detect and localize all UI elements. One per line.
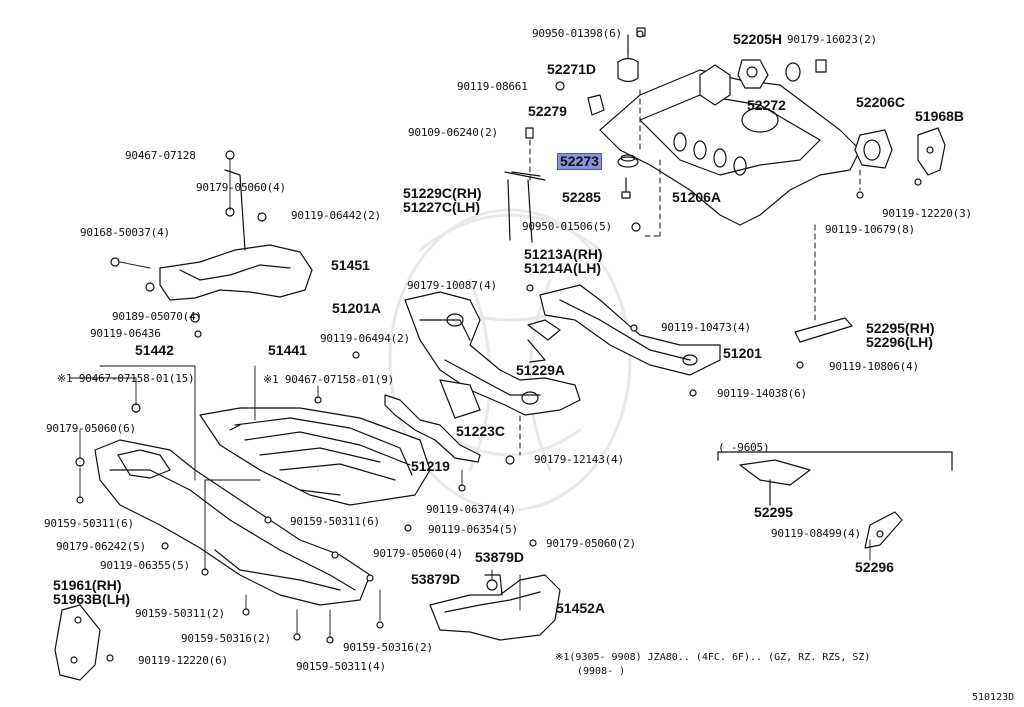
mount-52206C [854, 129, 893, 169]
part-label-l37[interactable]: 90119-10806(4) [829, 360, 919, 373]
part-label-l40[interactable]: ※1 90467-07158-01(9) [263, 373, 395, 386]
part-label-l65[interactable]: 90159-50316(2) [343, 641, 433, 654]
part-label-l52[interactable]: 90119-08499(4) [771, 527, 861, 540]
bar-51219 [384, 394, 481, 463]
crossmember-51201 [539, 284, 721, 376]
part-label-l18[interactable]: 90119-06442(2) [291, 209, 381, 222]
part-label-l06[interactable]: 52279 [528, 103, 567, 119]
stay-52296-variant [864, 511, 903, 549]
part-label-l61[interactable]: 51963B(LH) [53, 591, 131, 607]
bolt-52285 [621, 177, 631, 199]
leader-lines [69, 159, 871, 638]
part-label-l25[interactable]: 51451 [331, 257, 370, 273]
part-label-l36[interactable]: 51201 [723, 345, 762, 361]
applicability-note-line2: (9908- ) [577, 666, 626, 677]
part-label-l32[interactable]: 52296(LH) [866, 334, 933, 350]
part-label-l51[interactable]: 90119-06354(5) [428, 523, 518, 536]
part-label-l21[interactable]: 90950-01506(5) [522, 220, 612, 233]
part-label-l24[interactable]: 51214A(LH) [524, 260, 602, 276]
part-label-l55[interactable]: 90179-05060(4) [373, 547, 463, 560]
part-label-l44[interactable]: ( -9605) [718, 441, 770, 454]
part-label-l54[interactable]: 90179-05060(2) [546, 537, 636, 550]
part-label-l26[interactable]: 90179-10087(4) [407, 279, 497, 292]
part-label-l57[interactable]: 90119-06355(5) [100, 559, 190, 572]
nut-90950-01506 [631, 222, 641, 232]
part-label-l39[interactable]: ※1 90467-07158-01(15) [57, 372, 195, 385]
bushing-52205H [737, 59, 769, 89]
part-label-l02[interactable]: 52205H [733, 31, 783, 47]
part-label-l23[interactable]: 51213A(RH) [524, 246, 603, 262]
part-label-l13[interactable]: 52285 [562, 189, 601, 205]
part-label-l15[interactable]: 51229C(RH) [403, 185, 482, 201]
applicability-note-line1: ※1(9305- 9908) JZA80.. (4FC. 6F).. (GZ, … [555, 652, 871, 663]
part-label-l08[interactable]: 52206C [856, 94, 906, 110]
part-label-l22[interactable]: 90119-10679(8) [825, 223, 915, 236]
part-label-l28[interactable]: 51201A [332, 300, 382, 316]
part-label-l29[interactable]: 90119-06436 [90, 327, 161, 340]
rear-subframe-51206A [599, 64, 861, 226]
part-label-l59[interactable]: 53879D [411, 571, 461, 587]
part-label-l19[interactable]: 90119-12220(3) [882, 207, 972, 220]
cover-51442 [94, 439, 371, 606]
bracket-51223C [439, 379, 481, 419]
part-label-l48[interactable]: 90119-06374(4) [426, 503, 516, 516]
cover-51452A [429, 574, 561, 641]
part-label-l47[interactable]: 52295 [754, 504, 793, 520]
part-label-l20[interactable]: 90168-50037(4) [80, 226, 170, 239]
part-label-l04[interactable]: 52271D [547, 61, 597, 77]
bracket-51968B [917, 127, 946, 176]
cushion-52273 [617, 154, 639, 168]
bracket-51961 [54, 604, 101, 681]
part-label-l53[interactable]: 90179-06242(5) [56, 540, 146, 553]
part-label-l49[interactable]: 90159-50311(6) [44, 517, 134, 530]
part-label-l41[interactable]: 90119-14038(6) [717, 387, 807, 400]
part-label-l01[interactable]: 90950-01398(6) [532, 27, 622, 40]
part-label-l27[interactable]: 90189-05070(4) [112, 310, 202, 323]
part-label-l11[interactable]: 52273 [557, 153, 602, 170]
brace-51229A [527, 319, 561, 363]
part-label-l17[interactable]: 90179-05060(4) [196, 181, 286, 194]
bracket-52279 [587, 94, 605, 116]
part-label-l35[interactable]: 51441 [268, 342, 307, 358]
part-label-l31[interactable]: 52295(RH) [866, 320, 935, 336]
part-label-l12[interactable]: 90467-07128 [125, 149, 196, 162]
stay-52295-variant [739, 459, 811, 506]
part-label-l42[interactable]: 90179-05060(6) [46, 422, 136, 435]
part-label-l07[interactable]: 52272 [747, 97, 786, 113]
part-label-l16[interactable]: 51227C(LH) [403, 199, 481, 215]
part-label-l50[interactable]: 90159-50311(6) [290, 515, 380, 528]
part-label-l60[interactable]: 51961(RH) [53, 577, 122, 593]
part-label-l03[interactable]: 90179-16023(2) [787, 33, 877, 46]
variant-bracket-line [717, 451, 953, 471]
part-label-l30[interactable]: 90119-10473(4) [661, 321, 751, 334]
rod-51229C [504, 127, 546, 243]
part-label-l33[interactable]: 90119-06494(2) [320, 332, 410, 345]
nut-90179-16023 [815, 59, 827, 73]
part-label-l58[interactable]: 52296 [855, 559, 894, 575]
washer-52272 [785, 62, 801, 82]
part-label-l05[interactable]: 90119-08661 [457, 80, 528, 93]
part-label-l34[interactable]: 51442 [135, 342, 174, 358]
part-label-l09[interactable]: 51968B [915, 108, 965, 124]
part-label-l63[interactable]: 90159-50311(2) [135, 607, 225, 620]
figure-id: 510123D [972, 692, 1015, 703]
part-label-l62[interactable]: 51452A [556, 600, 606, 616]
part-label-l14[interactable]: 51206A [672, 189, 722, 205]
fasteners [75, 30, 922, 662]
stay-52295-52296 [794, 317, 853, 343]
crossmember-51201A [404, 291, 581, 416]
part-label-l45[interactable]: 51219 [411, 458, 450, 474]
part-label-l64[interactable]: 90159-50316(2) [181, 632, 271, 645]
part-label-l67[interactable]: 90159-50311(4) [296, 660, 386, 673]
part-label-l56[interactable]: 53879D [475, 549, 525, 565]
part-label-l38[interactable]: 51229A [516, 362, 566, 378]
part-label-l10[interactable]: 90109-06240(2) [408, 126, 498, 139]
part-label-l46[interactable]: 90179-12143(4) [534, 453, 624, 466]
nut-90119-08661 [555, 81, 565, 91]
part-label-l43[interactable]: 51223C [456, 423, 506, 439]
part-label-l66[interactable]: 90119-12220(6) [138, 654, 228, 667]
cover-51441 [199, 407, 431, 506]
